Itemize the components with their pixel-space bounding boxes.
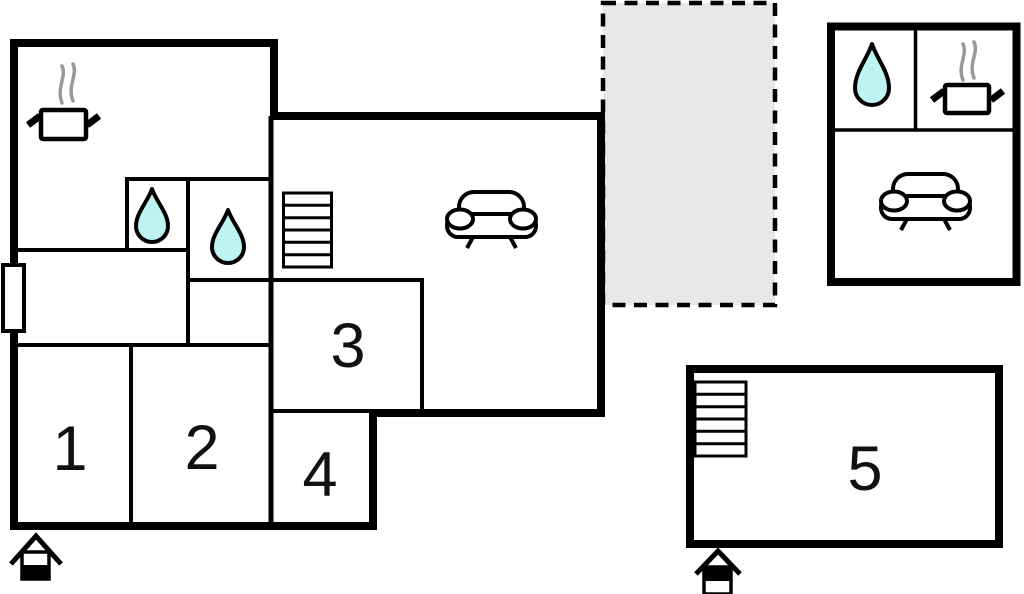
window-marker — [1, 263, 26, 333]
room-label-5: 5 — [847, 434, 882, 504]
steam-line — [69, 62, 77, 103]
stairs-icon-building5 — [693, 380, 748, 458]
annex-outline — [827, 22, 1021, 286]
main-building-floor — [10, 39, 605, 530]
water-drop-icon-annex — [853, 42, 891, 107]
room-label-3: 3 — [330, 311, 365, 381]
room-label-4: 4 — [302, 440, 337, 510]
entrance-house-icon-building5 — [694, 547, 742, 594]
annex-building — [827, 22, 1021, 286]
steam-line — [970, 40, 978, 80]
entrance-house-icon-main — [9, 532, 63, 581]
building-5: 5 — [686, 365, 1003, 548]
terrace-area — [600, 0, 778, 308]
steam-line — [959, 42, 967, 82]
room-label-2: 2 — [184, 413, 219, 483]
room-label-1: 1 — [52, 414, 87, 484]
stairs-icon-main — [282, 191, 333, 269]
main-building-interior-walls — [14, 116, 424, 526]
cooking-pot-icon-annex — [929, 40, 1006, 116]
cooking-pot-icon-main — [25, 62, 102, 142]
steam-line — [58, 64, 66, 105]
